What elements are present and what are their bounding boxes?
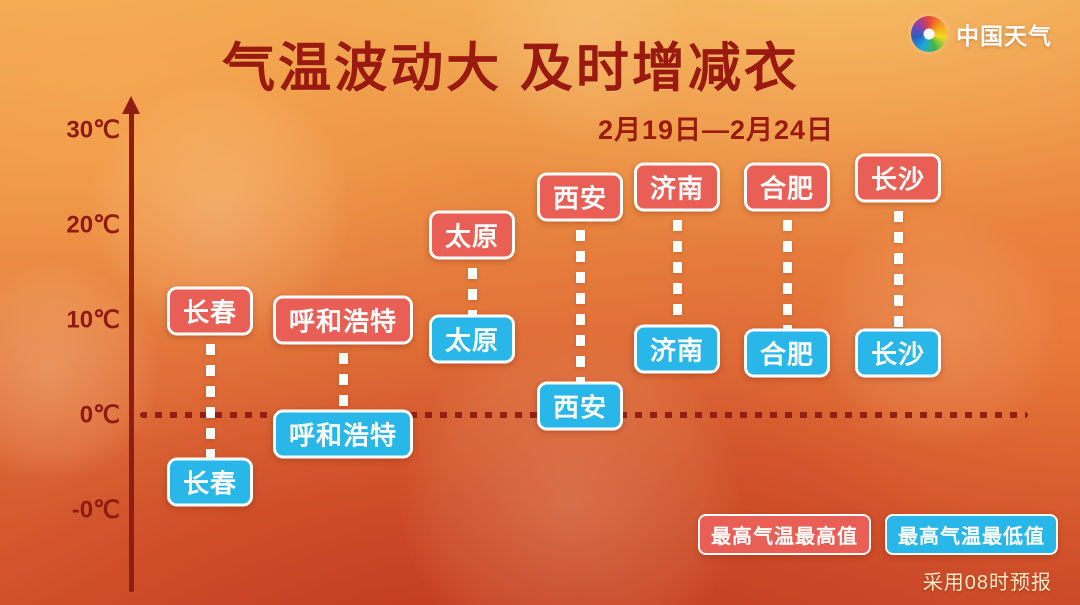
high-temp-badge: 合肥 xyxy=(743,162,831,212)
high-temp-badge: 西安 xyxy=(536,172,624,222)
chart-title: 气温波动大 及时增减衣 xyxy=(222,39,800,98)
y-axis-tick: 10℃ xyxy=(66,306,120,334)
high-temp-badge: 长春 xyxy=(166,286,254,336)
low-temp-badge: 长沙 xyxy=(854,328,942,378)
y-axis-tick: -0℃ xyxy=(71,496,120,524)
high-temp-badge: 济南 xyxy=(633,162,721,212)
range-line xyxy=(576,209,585,394)
low-temp-badge: 西安 xyxy=(536,381,624,431)
range-line xyxy=(339,332,348,422)
pinwheel-logo-icon xyxy=(911,16,947,52)
high-temp-badge: 呼和浩特 xyxy=(272,295,414,345)
range-line xyxy=(673,199,682,337)
y-axis-tick: 0℃ xyxy=(79,401,120,429)
range-line xyxy=(468,247,477,327)
footer-note: 采用08时预报 xyxy=(922,572,1052,594)
low-temp-badge: 长春 xyxy=(166,457,254,507)
range-line xyxy=(206,323,215,470)
legend: 最高气温最高值 最高气温最低值 xyxy=(698,514,1058,555)
legend-low-badge: 最高气温最低值 xyxy=(885,514,1058,555)
y-axis-arrow xyxy=(122,96,140,114)
legend-high-badge: 最高气温最高值 xyxy=(698,514,871,555)
brand-logo: 中国天气 xyxy=(911,16,1052,52)
y-axis-tick: 20℃ xyxy=(66,211,120,239)
low-temp-badge: 太原 xyxy=(428,314,516,364)
y-axis-tick: 30℃ xyxy=(66,116,120,144)
low-temp-badge: 济南 xyxy=(633,324,721,374)
low-temp-badge: 合肥 xyxy=(743,328,831,378)
low-temp-badge: 呼和浩特 xyxy=(272,409,414,459)
brand-text: 中国天气 xyxy=(956,23,1052,49)
range-line xyxy=(783,199,792,341)
high-temp-badge: 太原 xyxy=(428,210,516,260)
range-line xyxy=(894,190,903,341)
date-range: 2月19日—2月24日 xyxy=(597,115,835,145)
high-temp-badge: 长沙 xyxy=(854,153,942,203)
y-axis xyxy=(129,112,134,592)
